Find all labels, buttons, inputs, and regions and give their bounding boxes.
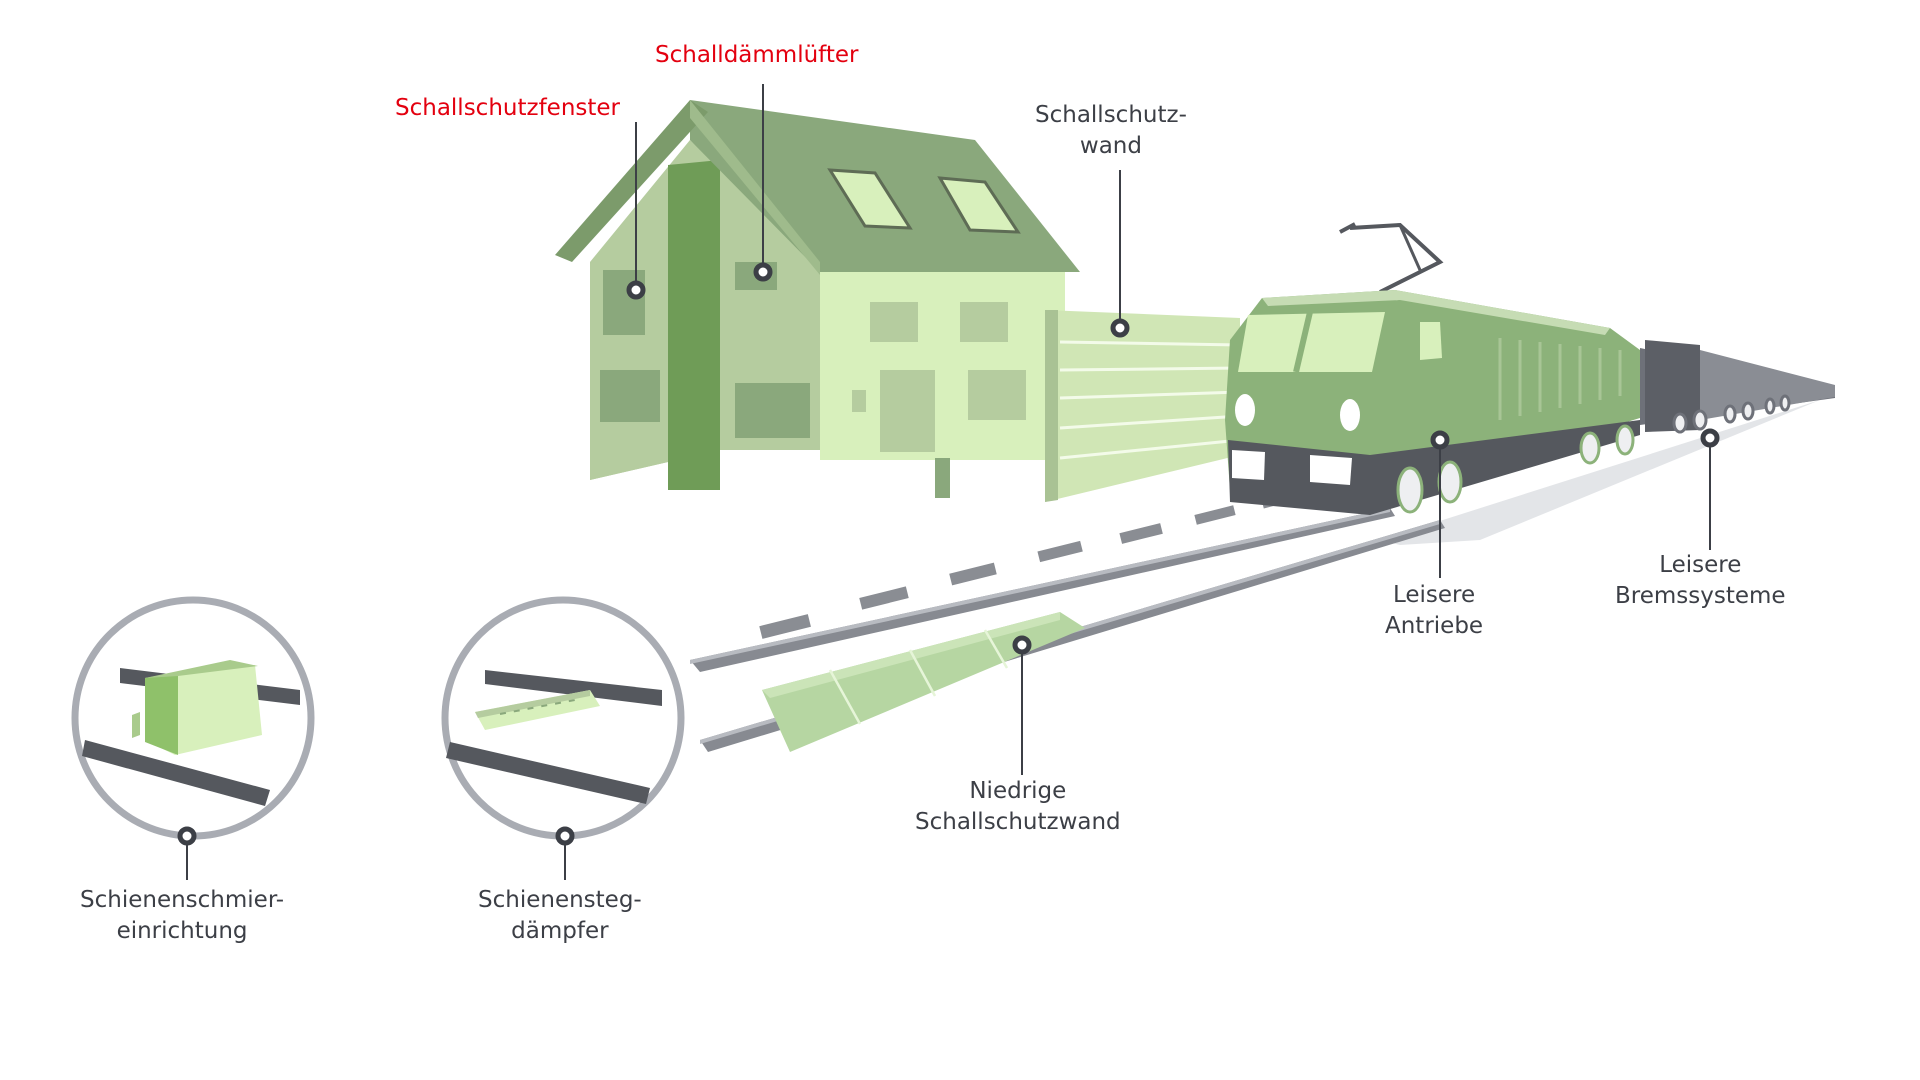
rail-lubricator-detail <box>75 600 311 836</box>
label-rail-lubricator: Schienenschmier- einrichtung <box>80 885 284 947</box>
label-rail-lubricator-line1: Schienenschmier- <box>80 885 284 916</box>
label-soundproof-window: Schallschutzfenster <box>395 93 620 124</box>
label-rail-web-damper: Schienensteg- dämpfer <box>478 885 642 947</box>
label-quieter-drives-line2: Antriebe <box>1385 611 1483 642</box>
label-low-noise-barrier-line1: Niedrige <box>915 776 1121 807</box>
label-quieter-brakes-line1: Leisere <box>1615 550 1786 581</box>
train <box>1225 224 1835 515</box>
label-low-noise-barrier: Niedrige Schallschutzwand <box>915 776 1121 838</box>
label-quieter-drives: Leisere Antriebe <box>1385 580 1483 642</box>
label-rail-web-damper-line1: Schienensteg- <box>478 885 642 916</box>
label-noise-barrier-line2: wand <box>1035 131 1187 162</box>
label-quieter-brakes-line2: Bremssysteme <box>1615 581 1786 612</box>
label-quieter-drives-line1: Leisere <box>1385 580 1483 611</box>
label-noise-barrier: Schallschutz- wand <box>1035 100 1187 162</box>
rail-web-damper-detail <box>445 600 681 836</box>
label-quieter-brakes: Leisere Bremssysteme <box>1615 550 1786 612</box>
label-rail-lubricator-line2: einrichtung <box>80 916 284 947</box>
label-low-noise-barrier-line2: Schallschutzwand <box>915 807 1121 838</box>
label-sound-attenuating-vent: Schalldämmlüfter <box>655 40 859 71</box>
label-rail-web-damper-line2: dämpfer <box>478 916 642 947</box>
noise-barrier-wall <box>1045 310 1240 502</box>
label-noise-barrier-line1: Schallschutz- <box>1035 100 1187 131</box>
low-noise-barrier <box>762 612 1085 752</box>
